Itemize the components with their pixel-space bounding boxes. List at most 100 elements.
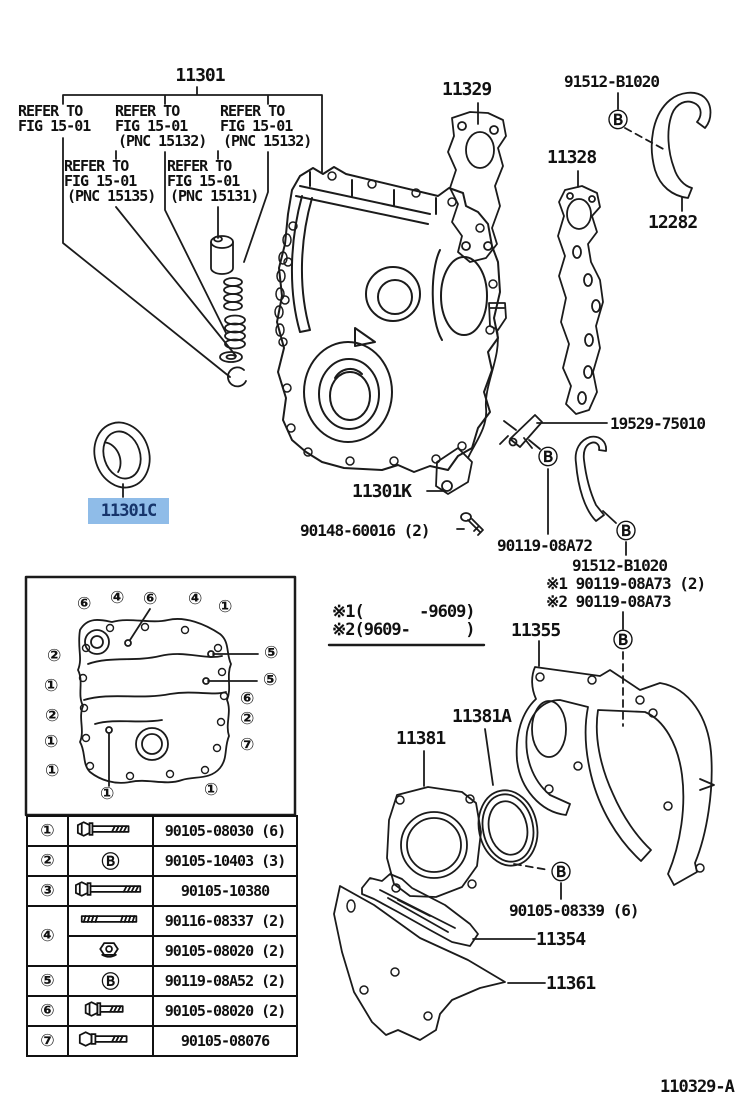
table-row: ④ 90116-08337 (2) <box>26 905 298 967</box>
clamp-19529-drawing <box>499 414 543 449</box>
label-90119-08a73-1: ※1 90119-08A73 (2) <box>546 574 706 593</box>
bolt-pos-marker: ⑤ <box>264 643 279 663</box>
bolt-pos-marker: ⑥ <box>143 589 158 609</box>
bolt-marker-b-icon: Ⓑ <box>551 860 571 884</box>
label-11381a: 11381A <box>452 706 512 727</box>
bolt-pos-marker: ② <box>240 709 255 729</box>
part-number-cell: 90119-08A52 (2) <box>152 965 298 997</box>
label-11361: 11361 <box>546 973 596 994</box>
refer-note-4: REFER TO FIG 15-01 (PNC 15135) <box>64 157 156 205</box>
table-row: ⑥ 90105-08020 (2) <box>26 995 298 1027</box>
label-19529-75010: 19529-75010 <box>610 414 706 433</box>
bolt-pos-marker: ④ <box>110 588 125 608</box>
label-11329: 11329 <box>442 79 492 100</box>
gasket-11328-drawing <box>557 185 604 415</box>
table-row: ① 90105-08030 (6) <box>26 815 298 847</box>
row-number: ③ <box>26 875 69 907</box>
spec-note-2: ※2(9609- ) <box>332 620 476 640</box>
relief-valve-parts <box>210 235 247 388</box>
label-12282: 12282 <box>648 212 698 233</box>
refer-note-2: REFER TO FIG 15-01 (PNC 15132) <box>115 102 207 150</box>
seal-11381a-drawing <box>477 789 539 867</box>
bolt-pos-marker: ⑤ <box>263 670 278 690</box>
bolt-pos-marker: ⑥ <box>77 594 92 614</box>
label-11328: 11328 <box>547 147 597 168</box>
bolt-pos-marker: ① <box>44 676 59 696</box>
plate-11354-drawing <box>361 873 479 947</box>
bolt-pos-marker: ② <box>45 706 60 726</box>
spec-note-1: ※1( -9609) <box>332 602 476 622</box>
part-number-cell: 90105-08030 (6) <box>152 815 298 847</box>
bolt-pos-marker: ④ <box>188 589 203 609</box>
hook-12282-drawing <box>650 91 712 199</box>
bolt-marker-b-icon: Ⓑ <box>538 445 558 469</box>
refer-note-3: REFER TO FIG 15-01 (PNC 15132) <box>220 102 312 150</box>
cover-11361-drawing <box>333 885 506 1041</box>
bolt-marker-b-icon: Ⓑ <box>613 628 633 652</box>
flange-nut-icon <box>67 935 154 967</box>
dashed-lines <box>513 127 668 871</box>
refer-note-5: REFER TO FIG 15-01 (PNC 15131) <box>167 157 259 205</box>
selected-part-11301c[interactable]: 11301C <box>88 498 169 524</box>
row-number: ② <box>26 845 69 877</box>
bolt-marker-b-icon: Ⓑ <box>608 108 628 132</box>
part-number-cell: 90105-08020 (2) <box>152 935 298 967</box>
fastener-table: ① 90105-08030 (6) ② Ⓑ 90105-10403 (3) ③ <box>26 815 298 1057</box>
row-number: ④ <box>26 905 69 967</box>
hook-bracket-drawing <box>574 435 607 522</box>
figure-code: 110329-A <box>660 1077 735 1097</box>
part-number-cell: 90116-08337 (2) <box>152 905 298 937</box>
timing-chain-cover-drawing <box>274 166 501 473</box>
row-number: ⑥ <box>26 995 69 1027</box>
bolt-pos-marker: ② <box>47 646 62 666</box>
label-11355: 11355 <box>511 620 561 641</box>
flange-bolt-long-icon <box>67 815 154 847</box>
table-row: ② Ⓑ 90105-10403 (3) <box>26 845 298 877</box>
gasket-11329-drawing <box>447 111 507 263</box>
label-91512-b1020-mid: 91512-B1020 <box>572 556 668 575</box>
seal-retainer-11381-drawing <box>386 786 482 898</box>
row-number: ① <box>26 815 69 847</box>
bolt-pos-marker: ⑥ <box>240 689 255 709</box>
small-bolt-drawing <box>460 512 484 536</box>
nut-b-icon: Ⓑ <box>67 845 154 877</box>
flange-bolt-short-icon <box>67 995 154 1027</box>
label-11381: 11381 <box>396 728 446 749</box>
stud-bolt-icon <box>67 905 154 937</box>
table-row: ③ 90105-10380 <box>26 875 298 907</box>
end-plate-11355-drawing <box>515 666 715 886</box>
row-number: ⑤ <box>26 965 69 997</box>
part-number-cell: 90105-08020 (2) <box>152 995 298 1027</box>
callout-bracket-lines <box>62 86 323 378</box>
row-number: ⑦ <box>26 1025 69 1057</box>
label-90119-08a73-2: ※2 90119-08A73 <box>546 592 672 611</box>
leader-lines <box>122 92 683 984</box>
nut-b-icon: Ⓑ <box>67 965 154 997</box>
table-row: ⑤ Ⓑ 90119-08A52 (2) <box>26 965 298 997</box>
crank-sensor-drawing <box>435 302 507 495</box>
flange-bolt-xlong-icon <box>67 875 154 907</box>
table-row: 90105-08020 (2) <box>27 935 298 967</box>
bolt-pos-marker: ① <box>100 784 115 804</box>
refer-note-1: REFER TO FIG 15-01 <box>18 102 91 135</box>
label-90105-08339: 90105-08339 (6) <box>509 901 639 920</box>
bolt-pos-marker: ① <box>45 761 60 781</box>
table-row: ⑦ 90105-08076 <box>26 1025 298 1057</box>
bolt-pos-marker: ⑦ <box>240 735 255 755</box>
bolt-marker-b-icon: Ⓑ <box>616 519 636 543</box>
label-90148-60016: 90148-60016 (2) <box>300 521 430 540</box>
bolt-pos-marker: ① <box>44 732 59 752</box>
main-part-number: 11301 <box>175 65 225 86</box>
bolt-pos-marker: ① <box>218 597 233 617</box>
part-number-cell: 90105-10380 <box>152 875 298 907</box>
bolt-location-diagram <box>24 575 297 817</box>
label-11301k: 11301K <box>352 481 412 502</box>
label-91512-b1020-top: 91512-B1020 <box>564 72 660 91</box>
part-number-cell: 90105-08076 <box>152 1025 298 1057</box>
hex-bolt-icon <box>67 1025 154 1057</box>
label-90119-08a72: 90119-08A72 <box>497 536 593 555</box>
part-number-cell: 90105-10403 (3) <box>152 845 298 877</box>
oil-seal-11301c-drawing <box>93 421 151 489</box>
